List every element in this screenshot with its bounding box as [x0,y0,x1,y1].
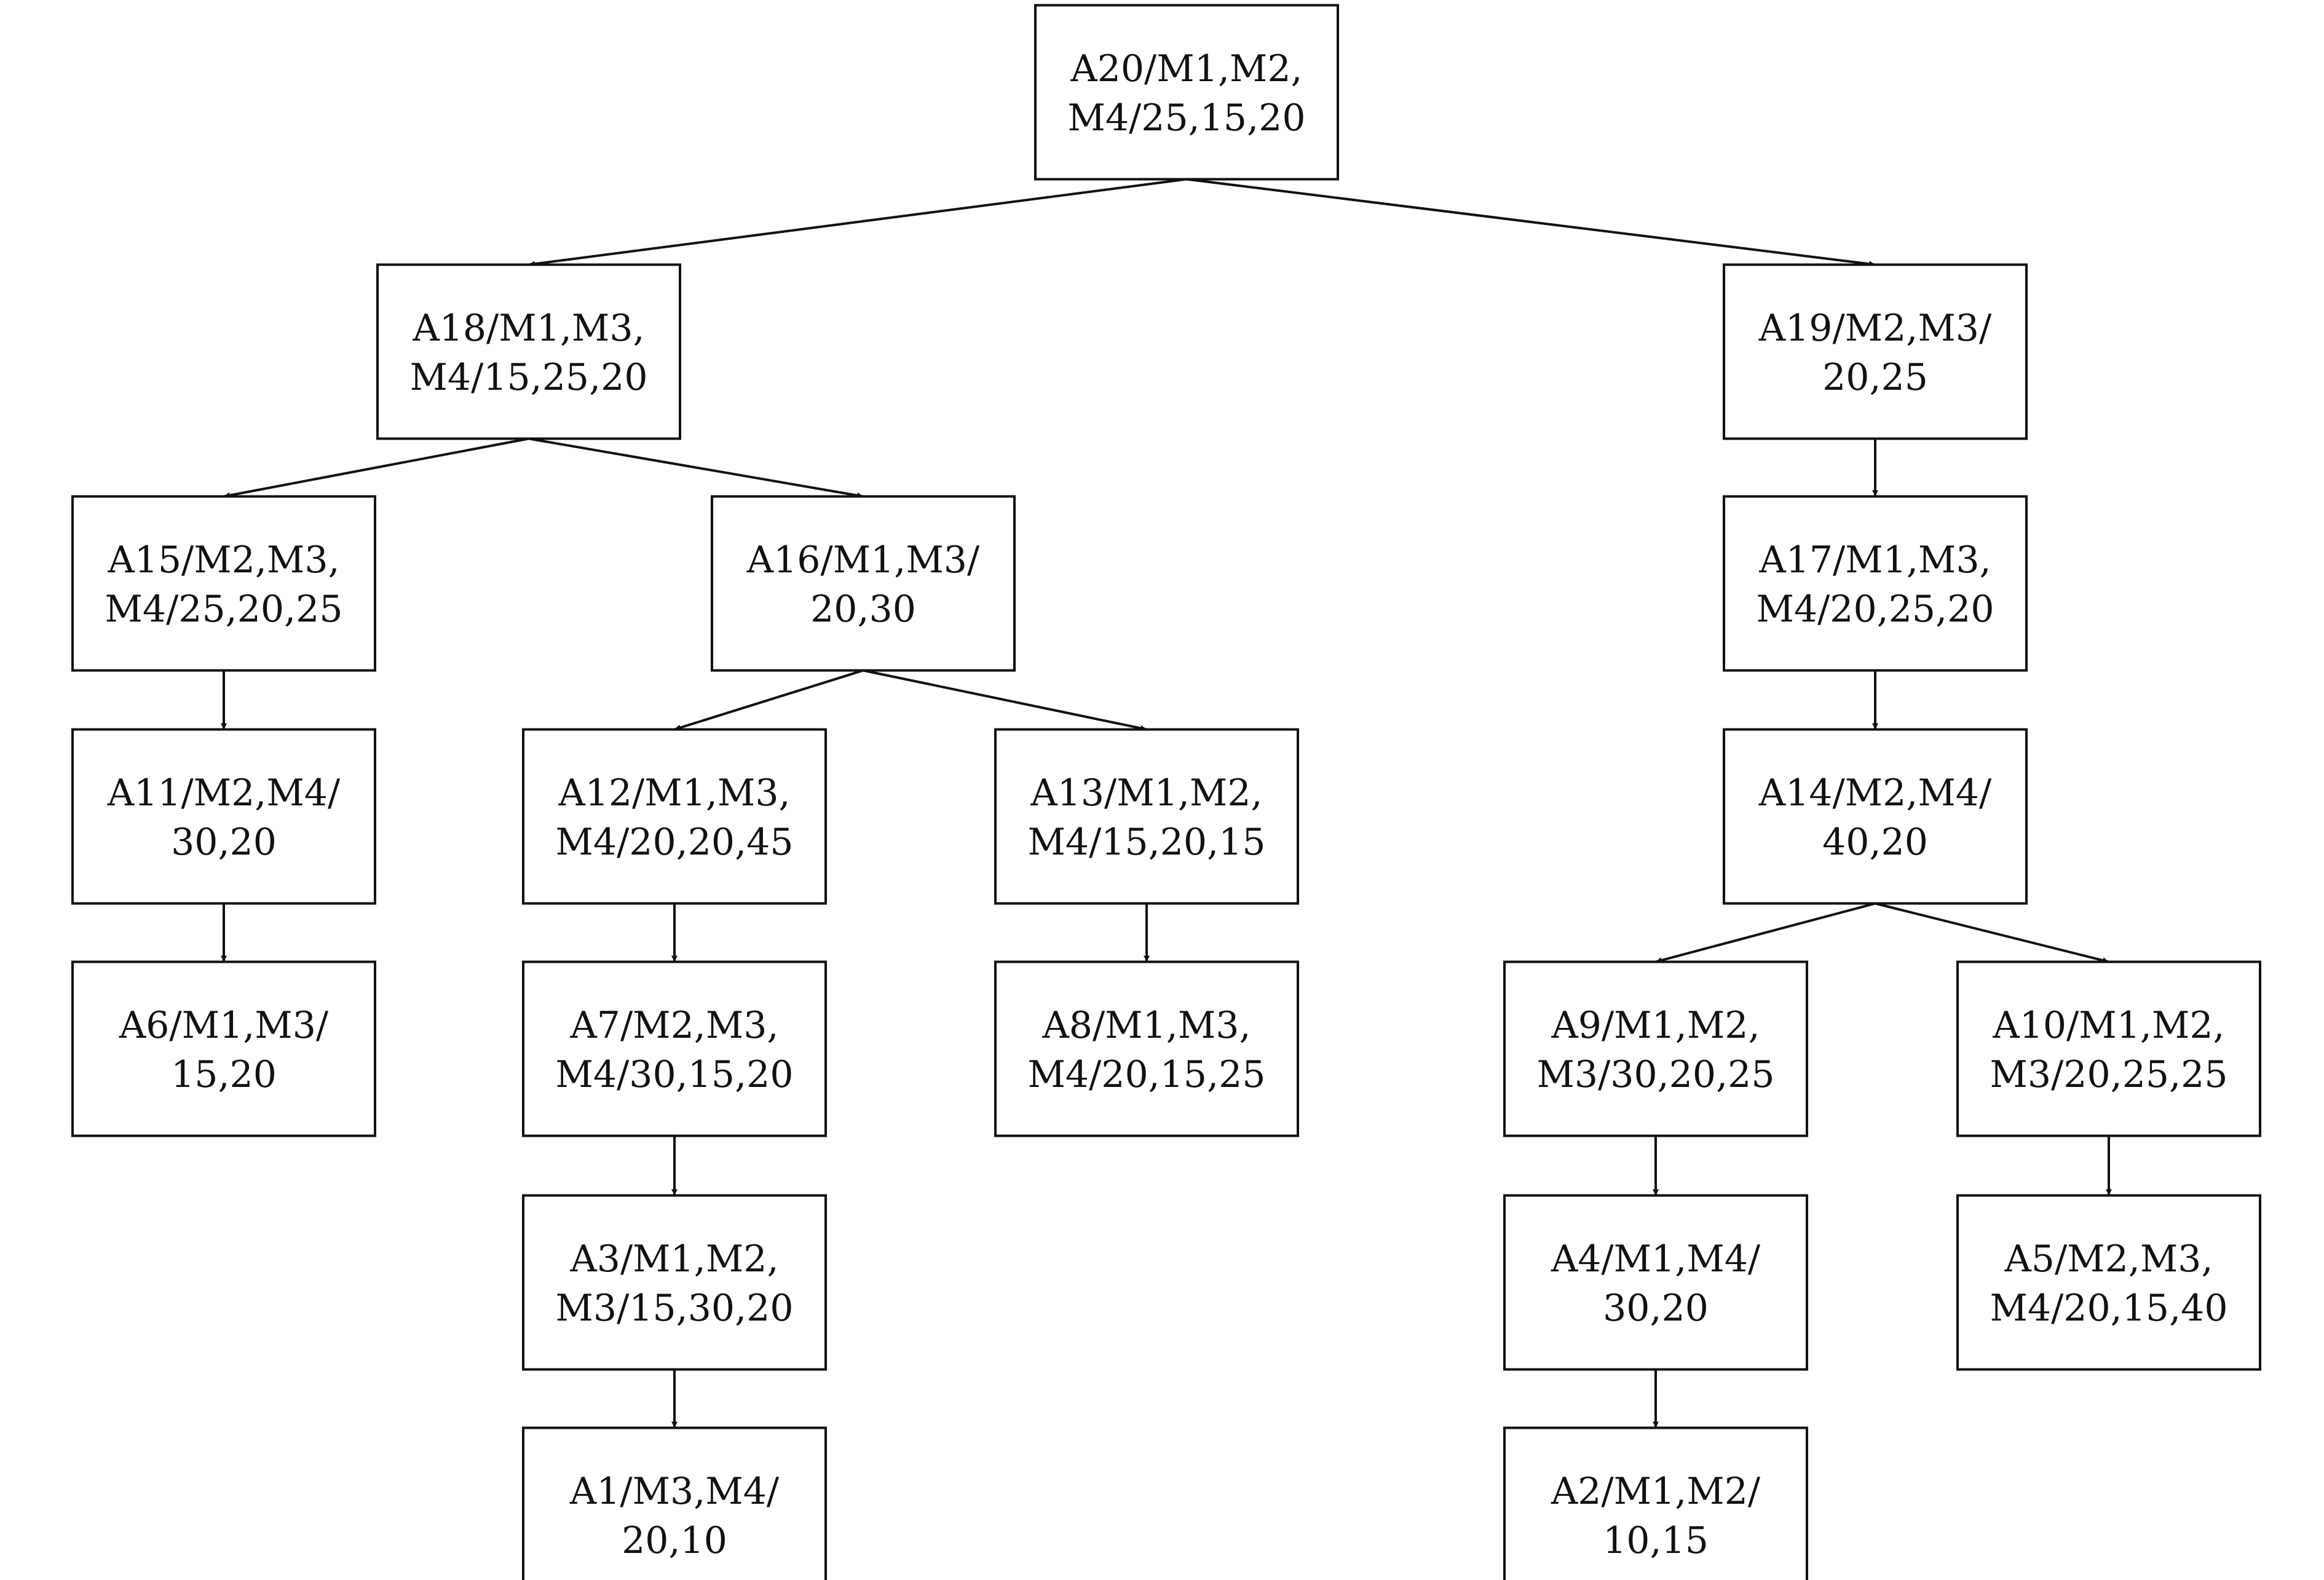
node-A18: A18/M1,M3, M4/15,25,20 [376,263,681,440]
node-box [1503,1194,1808,1371]
node-label-line1: A2/M1,M2/ [1551,1470,1761,1513]
node-label-line2: M3/20,25,25 [1990,1053,2227,1096]
edges [221,178,2112,1428]
node-label-line2: 40,20 [1822,821,1928,864]
node-label-line2: 30,20 [1603,1287,1709,1330]
node-label-line1: A1/M3,M4/ [569,1470,780,1513]
node-A19: A19/M2,M3/20,25 [1723,263,2028,440]
node-label-line2: 20,10 [622,1519,727,1562]
node-box [376,263,681,440]
edge-A16-A12 [674,669,864,731]
node-label-line1: A11/M2,M4/ [107,772,341,815]
node-box [522,728,827,905]
node-A15: A15/M2,M3, M4/25,20,25 [71,495,376,672]
node-box [1723,728,2028,905]
node-A6: A6/M1,M3/15,20 [71,960,376,1137]
node-box [1503,960,1808,1137]
node-A3: A3/M1,M2, M3/15,30,20 [522,1194,827,1371]
node-label-line1: A14/M2,M4/ [1758,772,1992,815]
node-label-line1: A17/M1,M3, [1758,539,1991,582]
edge-A14-A10 [1875,902,2109,963]
edge-A16-A13 [863,669,1147,732]
node-box [522,1426,827,1580]
edge-A18-A15 [223,437,529,499]
node-label-line2: M4/20,15,25 [1027,1053,1265,1096]
node-A20: A20/M1,M2, M4/25,15,20 [1034,4,1339,181]
node-label-line1: A15/M2,M3, [107,539,339,582]
node-A13: A13/M1,M2, M4/15,20,15 [994,728,1299,905]
node-label-line1: A3/M1,M2, [569,1238,778,1281]
edge-A18-A16 [528,437,864,499]
edge-A14-A9 [1655,902,1876,963]
node-box [711,495,1016,672]
node-A2: A2/M1,M2/10,15 [1503,1426,1808,1580]
node-label-line1: A19/M2,M3/ [1758,307,1992,350]
node-label-line2: 15,20 [171,1053,277,1096]
node-A5: A5/M2,M3, M4/20,15,40 [1956,1194,2261,1371]
node-box [1723,263,2028,440]
node-label-line1: A9/M1,M2, [1551,1004,1760,1047]
edge-A20-A19 [1186,178,1876,267]
node-label-line2: 20,30 [810,588,916,631]
node-A10: A10/M1,M2, M3/20,25,25 [1956,960,2261,1137]
node-A7: A7/M2,M3, M4/30,15,20 [522,960,827,1137]
node-box [994,728,1299,905]
node-box [71,728,376,905]
node-label-line2: 10,15 [1603,1519,1709,1562]
node-A16: A16/M1,M3/20,30 [711,495,1016,672]
node-box [71,495,376,672]
node-box [1956,1194,2261,1371]
node-label-line1: A13/M1,M2, [1030,772,1262,815]
node-label-line1: A18/M1,M3, [412,307,644,350]
node-box [1956,960,2261,1137]
node-label-line1: A10/M1,M2, [1992,1004,2224,1047]
node-label-line2: 30,20 [171,821,277,864]
node-label-line2: M3/30,20,25 [1536,1053,1774,1096]
node-A11: A11/M2,M4/30,20 [71,728,376,905]
node-label-line2: M4/25,20,25 [105,588,342,631]
node-label-line1: A20/M1,M2, [1070,47,1302,90]
node-A12: A12/M1,M3, M4/20,20,45 [522,728,827,905]
node-A17: A17/M1,M3, M4/20,25,20 [1723,495,2028,672]
node-A9: A9/M1,M2, M3/30,20,25 [1503,960,1808,1137]
node-A14: A14/M2,M4/40,20 [1723,728,2028,905]
node-box [1723,495,2028,672]
node-label-line2: M4/15,20,15 [1027,821,1265,864]
node-label-line2: M4/15,25,20 [409,356,647,399]
node-A1: A1/M3,M4/20,10 [522,1426,827,1580]
node-label-line1: A5/M2,M3, [2004,1238,2213,1281]
node-A8: A8/M1,M3, M4/20,15,25 [994,960,1299,1137]
node-label-line1: A6/M1,M3/ [119,1004,329,1047]
node-label-line2: M3/15,30,20 [555,1287,793,1330]
node-box [522,960,827,1137]
node-box [994,960,1299,1137]
node-box [1034,4,1339,181]
node-label-line2: 20,25 [1822,356,1928,399]
node-box [522,1194,827,1371]
node-label-line2: M4/20,15,40 [1990,1287,2227,1330]
node-label-line2: M4/30,15,20 [555,1053,793,1096]
node-box [71,960,376,1137]
edge-A20-A18 [528,178,1187,267]
node-label-line1: A12/M1,M3, [558,772,790,815]
node-label-line1: A16/M1,M3/ [746,539,980,582]
node-box [1503,1426,1808,1580]
node-label-line2: M4/25,15,20 [1067,97,1305,140]
node-label-line2: M4/20,20,45 [555,821,793,864]
node-label-line1: A8/M1,M3, [1041,1004,1251,1047]
node-label-line2: M4/20,25,20 [1756,588,1994,631]
node-A4: A4/M1,M4/30,20 [1503,1194,1808,1371]
node-label-line1: A4/M1,M4/ [1551,1238,1761,1281]
node-label-line1: A7/M2,M3, [569,1004,778,1047]
